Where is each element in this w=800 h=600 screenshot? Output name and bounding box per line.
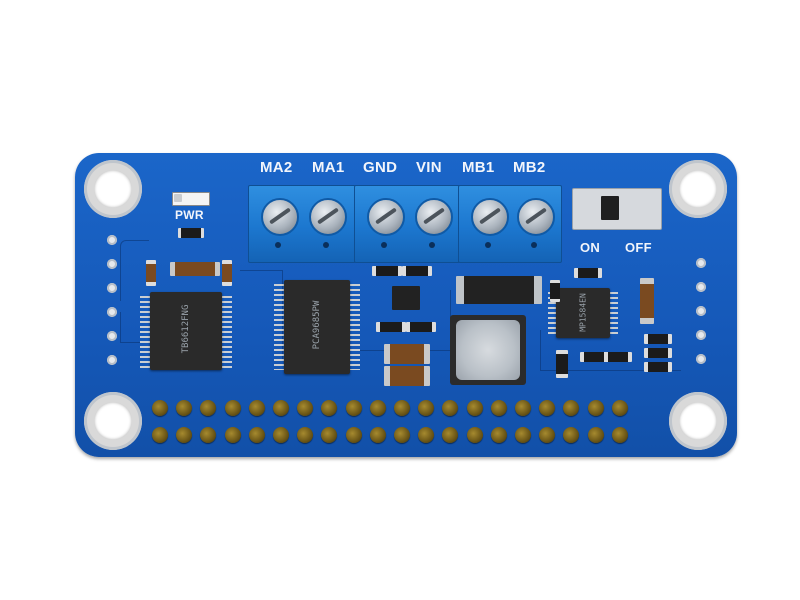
header-pin-icon <box>490 400 507 416</box>
pwr-label: PWR <box>175 208 204 222</box>
header-pin-icon <box>176 400 193 416</box>
screw-icon <box>415 198 453 236</box>
header-pin-icon <box>611 427 628 443</box>
terminal-label-gnd: GND <box>363 159 398 176</box>
terminal-label-ma2: MA2 <box>260 159 293 176</box>
side-pad <box>696 354 706 364</box>
tb6612fng-marking: TB6612FNG <box>181 304 191 354</box>
inductor-coil <box>456 320 520 380</box>
header-pin-icon <box>321 400 338 416</box>
capacitor <box>640 278 654 324</box>
header-pin-icon <box>442 400 459 416</box>
slide-switch-icon[interactable] <box>572 188 662 230</box>
mounting-hole-icon <box>669 160 727 218</box>
side-pad <box>107 355 117 365</box>
header-pin-icon <box>563 427 580 443</box>
header-pin-icon <box>515 427 531 443</box>
capacitor <box>384 366 430 386</box>
switch-knob[interactable] <box>601 196 619 220</box>
header-pin-icon <box>563 400 580 416</box>
header-pin-icon <box>466 427 483 443</box>
mounting-hole-icon <box>84 392 142 450</box>
pca9685pw-chip <box>284 280 350 374</box>
transistor <box>392 286 420 310</box>
header-pin-icon <box>442 427 459 443</box>
header-pin-icon <box>248 400 265 416</box>
header-pin-icon <box>345 427 362 443</box>
header-pin-icon <box>539 400 556 416</box>
header-pin-icon <box>490 427 507 443</box>
header-pin-icon <box>224 427 241 443</box>
mp1584en-marking: MP1584EN <box>578 293 588 332</box>
header-pin-icon <box>273 427 289 443</box>
side-pad <box>107 259 117 269</box>
header-pin-icon <box>539 427 556 443</box>
header-pin-icon <box>587 427 604 443</box>
screw-icon <box>367 198 405 236</box>
header-pin-icon <box>273 400 289 416</box>
header-pin-icon <box>152 400 168 416</box>
terminal-block-power <box>354 185 460 263</box>
header-pin-icon <box>394 400 410 416</box>
pca9685pw-marking: PCA9685PW <box>312 300 322 350</box>
header-pin-icon <box>587 400 604 416</box>
header-pin-icon <box>297 400 314 416</box>
mounting-hole-icon <box>669 392 727 450</box>
header-pin-icon <box>418 427 435 443</box>
header-pin-icon <box>297 427 314 443</box>
tb6612fng-chip <box>150 292 222 370</box>
terminal-label-mb2: MB2 <box>513 159 546 176</box>
side-pad <box>107 235 117 245</box>
side-pad <box>107 307 117 317</box>
side-pad <box>696 330 706 340</box>
screw-icon <box>261 198 299 236</box>
header-pin-icon <box>176 427 193 443</box>
header-pin-icon <box>369 427 386 443</box>
switch-off-label: OFF <box>625 240 652 255</box>
header-pin-icon <box>200 400 217 416</box>
terminal-label-mb1: MB1 <box>462 159 495 176</box>
header-pin-icon <box>369 400 386 416</box>
screw-icon <box>517 198 555 236</box>
header-pin-icon <box>394 427 410 443</box>
header-pin-icon <box>200 427 217 443</box>
screw-icon <box>471 198 509 236</box>
terminal-label-ma1: MA1 <box>312 159 345 176</box>
terminal-label-vin: VIN <box>416 159 442 176</box>
screw-icon <box>309 198 347 236</box>
terminal-block-b <box>458 185 562 263</box>
header-pin-icon <box>321 427 338 443</box>
mounting-hole-icon <box>84 160 142 218</box>
header-pin-icon <box>466 400 483 416</box>
header-pin-icon <box>248 427 265 443</box>
diode <box>456 276 542 304</box>
header-pin-icon <box>345 400 362 416</box>
side-pad <box>107 283 117 293</box>
switch-on-label: ON <box>580 240 601 255</box>
header-pin-icon <box>418 400 435 416</box>
side-pad <box>696 258 706 268</box>
side-pad <box>696 306 706 316</box>
mp1584en-chip <box>556 288 610 338</box>
side-pad <box>107 331 117 341</box>
side-pad <box>696 282 706 292</box>
header-pin-icon <box>152 427 168 443</box>
capacitor <box>170 262 220 276</box>
header-pin-icon <box>224 400 241 416</box>
terminal-block-a <box>248 185 356 263</box>
header-pin-icon <box>515 400 531 416</box>
capacitor <box>384 344 430 364</box>
header-pin-icon <box>611 400 628 416</box>
